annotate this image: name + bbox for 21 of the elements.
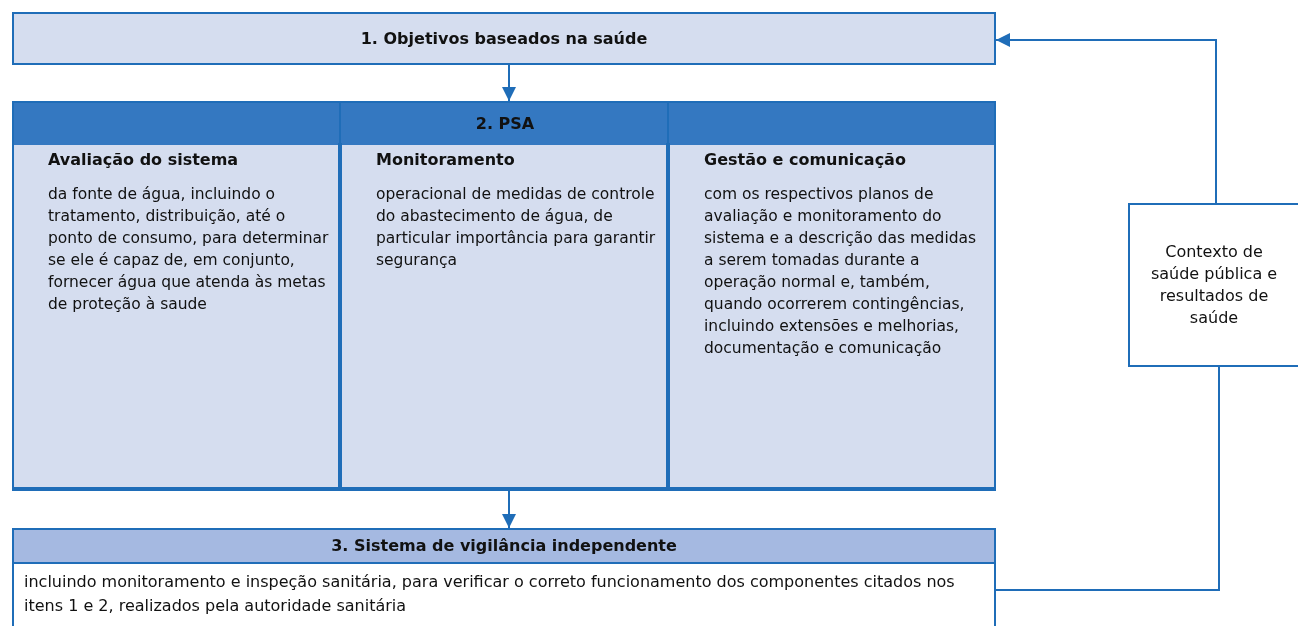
- process-box: [1128, 203, 1298, 367]
- arrow: [502, 64, 516, 102]
- box-heading: 3. Sistema de vigilância independente: [14, 530, 994, 564]
- column-heading: Avaliação do sistema: [48, 149, 240, 171]
- arrow: [995, 33, 1217, 204]
- column-heading: Gestão e comunicação: [704, 149, 907, 171]
- box-text: incluindo monitoramento e inspeção sanitária, para verificar o correto funcionamento dos componentes citados nos itens 1 e 2, realizados pela autoridade sanitária: [24, 571, 956, 617]
- arrow: [502, 490, 516, 529]
- column-box: [340, 143, 668, 489]
- process-box: [12, 12, 996, 65]
- column-heading: Monitoramento: [376, 149, 516, 171]
- process-box: [12, 528, 996, 626]
- column-box: [12, 143, 340, 489]
- column-text: da fonte de água, incluindo o tratamento, distribuição, até o ponto de consumo, para determinar se ele é capaz de, em conjunto, fornecer água que atenda às metas de proteção à saude: [48, 184, 330, 315]
- panel-title: 2. PSA: [474, 113, 536, 135]
- column-text: operacional de medidas de controle do abastecimento de água, de particular importância para garantir segurança: [376, 184, 657, 271]
- box-label: 1. Objetivos baseados na saúde: [359, 27, 649, 50]
- column-text: com os respectivos planos de avaliação e monitoramento do sistema e a descrição das medidas a serem tomadas durante a operação normal e, também, quando ocorrerem contingências, incluindo extensões e melhorias, documentação e comunicação: [704, 184, 978, 359]
- column-box: [668, 143, 996, 489]
- plan-panel: [12, 101, 996, 491]
- box-label: Contexto de saúde pública e resultados de saúde: [1149, 241, 1279, 329]
